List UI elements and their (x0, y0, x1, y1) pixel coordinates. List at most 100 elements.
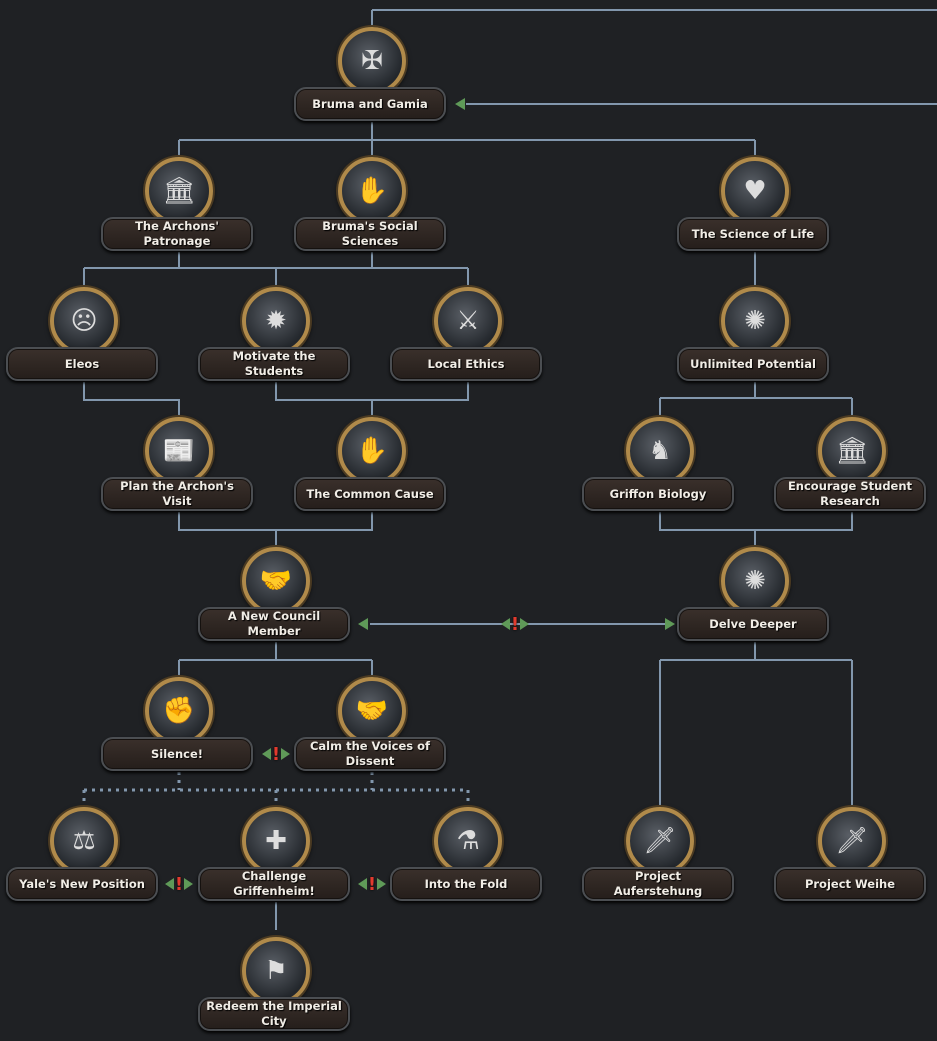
griffon-portrait-icon[interactable]: ♞ (620, 417, 700, 485)
focus-medal: ✠ (338, 27, 406, 95)
focus-medal: 🏛 (145, 157, 213, 225)
brain-icon[interactable]: ✺ (715, 287, 795, 355)
focus-label[interactable]: Bruma's Social Sciences (294, 217, 446, 251)
focus-node-challenge[interactable]: ✚Challenge Griffenheim! (198, 807, 354, 905)
arrow-left-icon (357, 878, 367, 890)
exclamation-icon: ! (174, 873, 184, 895)
helmet-icon[interactable]: ⚔ (428, 287, 508, 355)
focus-node-common[interactable]: ✋ The Common Cause (294, 417, 450, 515)
focus-label[interactable]: Motivate the Students (198, 347, 350, 381)
focus-node-archons[interactable]: 🏛 The Archons' Patronage (101, 157, 257, 255)
focus-label[interactable]: Unlimited Potential (677, 347, 829, 381)
icon-glyph: 🤝 (259, 566, 293, 596)
focus-medal: ⚔ (434, 287, 502, 355)
theater-mask-icon[interactable]: ☹ (44, 287, 124, 355)
mutually-exclusive-marker: ! (356, 874, 388, 895)
icon-glyph: ✺ (744, 566, 766, 596)
focus-label[interactable]: The Science of Life (677, 217, 829, 251)
icon-glyph: 🏛 (835, 436, 869, 466)
focus-node-auferstehung[interactable]: 🗡Project Auferstehung (582, 807, 738, 905)
focus-label[interactable]: A New Council Member (198, 607, 350, 641)
hand-icon[interactable]: ✋ (332, 417, 412, 485)
focus-node-yale[interactable]: ⚖Yale's New Position (6, 807, 162, 905)
sword-cross-icon[interactable]: ✚ (236, 807, 316, 875)
icon-glyph: 🏛 (162, 176, 196, 206)
icon-glyph: ♞ (648, 436, 672, 466)
focus-node-bruma[interactable]: ✠ Bruma and Gamia (294, 27, 450, 125)
focus-label[interactable]: Calm the Voices of Dissent (294, 737, 446, 771)
griffon-banner-icon[interactable]: ⚑ (236, 937, 316, 1005)
fist-icon[interactable]: ✊ (139, 677, 219, 745)
hearts-flask-icon[interactable]: ♥ (715, 157, 795, 225)
focus-label[interactable]: Bruma and Gamia (294, 87, 446, 121)
arrow-left-icon (500, 618, 510, 630)
focus-medal: ✊ (145, 677, 213, 745)
focus-medal: 🗡 (626, 807, 694, 875)
icon-glyph: ✋ (355, 436, 389, 466)
phoenix-emblem-icon[interactable]: ✹ (236, 287, 316, 355)
focus-label[interactable]: Challenge Griffenheim! (198, 867, 350, 901)
icon-glyph: ✠ (361, 46, 383, 76)
scales-icon[interactable]: ⚖ (44, 807, 124, 875)
icon-glyph: ⚔ (456, 306, 480, 336)
focus-medal: ✺ (721, 547, 789, 615)
arrow-left-icon (164, 878, 174, 890)
eagle-emblem-icon[interactable]: ✠ (332, 27, 412, 95)
focus-node-delve[interactable]: ✺ Delve Deeper (677, 547, 833, 645)
focus-label[interactable]: Griffon Biology (582, 477, 734, 511)
focus-label[interactable]: Plan the Archon's Visit (101, 477, 253, 511)
focus-label[interactable]: Delve Deeper (677, 607, 829, 641)
mutually-exclusive-marker: ! (260, 744, 292, 765)
icon-glyph: ✊ (162, 696, 196, 726)
focus-node-fold[interactable]: ⚗Into the Fold (390, 807, 546, 905)
focus-label[interactable]: Silence! (101, 737, 253, 771)
arrow-right-icon (377, 878, 387, 890)
focus-medal: ⚑ (242, 937, 310, 1005)
focus-label[interactable]: Project Auferstehung (582, 867, 734, 901)
focus-node-eleos[interactable]: ☹Eleos (6, 287, 162, 385)
brain-icon[interactable]: ✺ (715, 547, 795, 615)
focus-medal: ✋ (338, 417, 406, 485)
focus-node-ethics[interactable]: ⚔ Local Ethics (390, 287, 546, 385)
arrow-right-icon (665, 618, 675, 630)
focus-node-research[interactable]: 🏛 Encourage Student Research (774, 417, 930, 515)
focus-label[interactable]: Into the Fold (390, 867, 542, 901)
hand-icon[interactable]: ✋ (332, 157, 412, 225)
focus-node-motivate[interactable]: ✹Motivate the Students (198, 287, 354, 385)
focus-node-unlimited[interactable]: ✺Unlimited Potential (677, 287, 833, 385)
focus-node-calm[interactable]: 🤝 Calm the Voices of Dissent (294, 677, 450, 775)
focus-node-social[interactable]: ✋Bruma's Social Sciences (294, 157, 450, 255)
focus-label[interactable]: Project Weihe (774, 867, 926, 901)
focus-label[interactable]: Local Ethics (390, 347, 542, 381)
focus-label[interactable]: The Archons' Patronage (101, 217, 253, 251)
newspaper-icon[interactable]: 📰 (139, 417, 219, 485)
icon-glyph: 🤝 (355, 696, 389, 726)
focus-label[interactable]: Encourage Student Research (774, 477, 926, 511)
exclamation-icon: ! (510, 613, 520, 635)
focus-medal: ⚖ (50, 807, 118, 875)
sword-shield-icon[interactable]: 🗡 (812, 807, 892, 875)
focus-medal: ✚ (242, 807, 310, 875)
temple-icon[interactable]: 🏛 (812, 417, 892, 485)
focus-node-redeem[interactable]: ⚑Redeem the Imperial City (198, 937, 354, 1035)
focus-node-visit[interactable]: 📰Plan the Archon's Visit (101, 417, 257, 515)
focus-medal: ✋ (338, 157, 406, 225)
mutually-exclusive-marker: ! (499, 613, 531, 635)
handshake-icon[interactable]: 🤝 (236, 547, 316, 615)
handshake-flask-icon[interactable]: ⚗ (428, 807, 508, 875)
focus-node-weihe[interactable]: 🗡Project Weihe (774, 807, 930, 905)
building-columns-icon[interactable]: 🏛 (139, 157, 219, 225)
focus-label[interactable]: The Common Cause (294, 477, 446, 511)
mutually-exclusive-marker: ! (163, 873, 195, 895)
handshake-swords-icon[interactable]: 🤝 (332, 677, 412, 745)
focus-node-science[interactable]: ♥ The Science of Life (677, 157, 833, 255)
icon-glyph: ♥ (743, 176, 767, 206)
focus-label[interactable]: Redeem the Imperial City (198, 997, 350, 1031)
sword-laurel-icon[interactable]: 🗡 (620, 807, 700, 875)
focus-node-silence[interactable]: ✊ Silence! (101, 677, 257, 775)
focus-node-council[interactable]: 🤝 A New Council Member (198, 547, 354, 645)
focus-medal: 🏛 (818, 417, 886, 485)
focus-label[interactable]: Eleos (6, 347, 158, 381)
focus-node-biology[interactable]: ♞ Griffon Biology (582, 417, 738, 515)
focus-label[interactable]: Yale's New Position (6, 867, 158, 901)
